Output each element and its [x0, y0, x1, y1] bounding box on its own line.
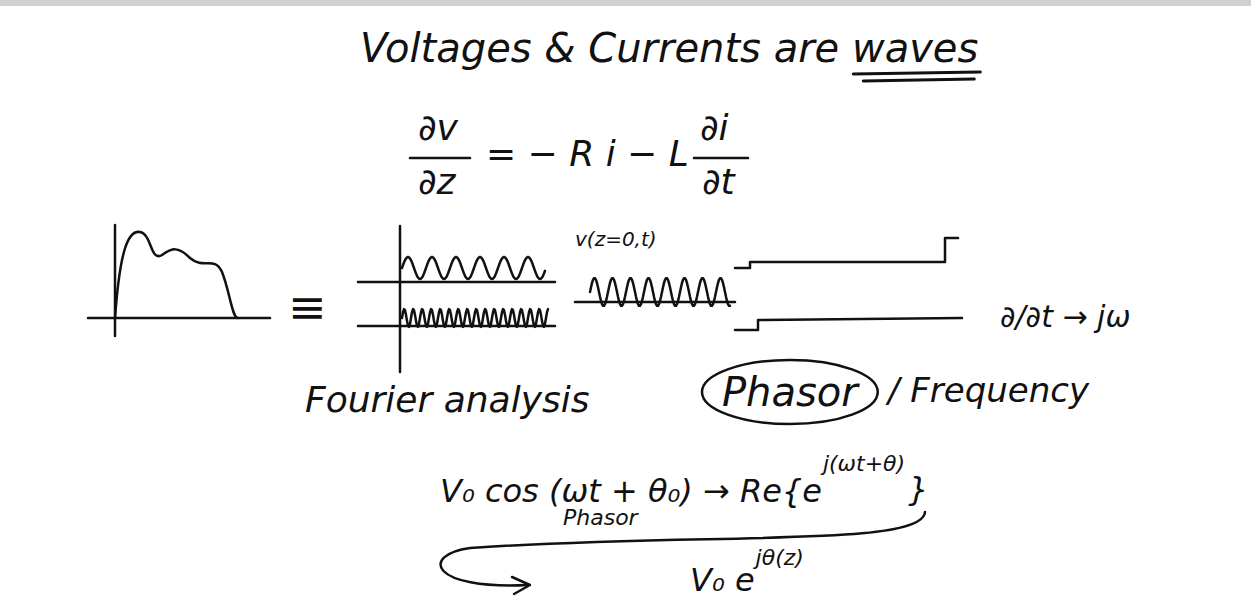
arrowhead — [512, 577, 530, 594]
title-heading: Voltages & Currents are waves — [360, 26, 978, 70]
phasor-curved-arrow — [441, 512, 925, 585]
arrow-label: Phasor — [560, 506, 641, 530]
pulse-waveform — [115, 232, 238, 318]
title-underline — [853, 72, 980, 81]
equation-term: } — [908, 472, 928, 507]
equation-term: ∂v — [418, 108, 458, 148]
equation-term: V₀ cos (ωt + θ₀) → Re{e — [440, 474, 822, 509]
equation-term: ∂t — [702, 162, 735, 202]
signal-label: v(z=0,t) — [575, 228, 657, 250]
low-frequency-wave — [402, 257, 545, 279]
line-conductor-bottom — [735, 318, 962, 330]
equation-term: ∂z — [418, 162, 456, 202]
method-label: / Frequency — [888, 372, 1089, 409]
circled-term: Phasor — [700, 358, 880, 426]
wave-axes — [358, 226, 555, 372]
high-frequency-wave — [402, 309, 548, 327]
line-conductor-top — [735, 238, 958, 268]
ellipse-outline — [702, 360, 878, 424]
source-wave — [590, 278, 730, 306]
exponent: jθ(z) — [756, 546, 804, 570]
equation-term: ∂i — [700, 108, 729, 148]
exponent: j(ωt+θ) — [823, 452, 905, 476]
method-label: Fourier analysis — [305, 380, 590, 420]
node-text: Phasor — [722, 370, 858, 414]
top-edge — [0, 0, 1251, 6]
operator-note: ∂/∂t → jω — [1000, 300, 1131, 333]
equation-term: = − R i − L — [486, 134, 689, 174]
equation-term: V₀ e — [690, 563, 755, 598]
plot-axes — [88, 225, 270, 336]
equivalence-sign: ≡ — [288, 282, 327, 333]
